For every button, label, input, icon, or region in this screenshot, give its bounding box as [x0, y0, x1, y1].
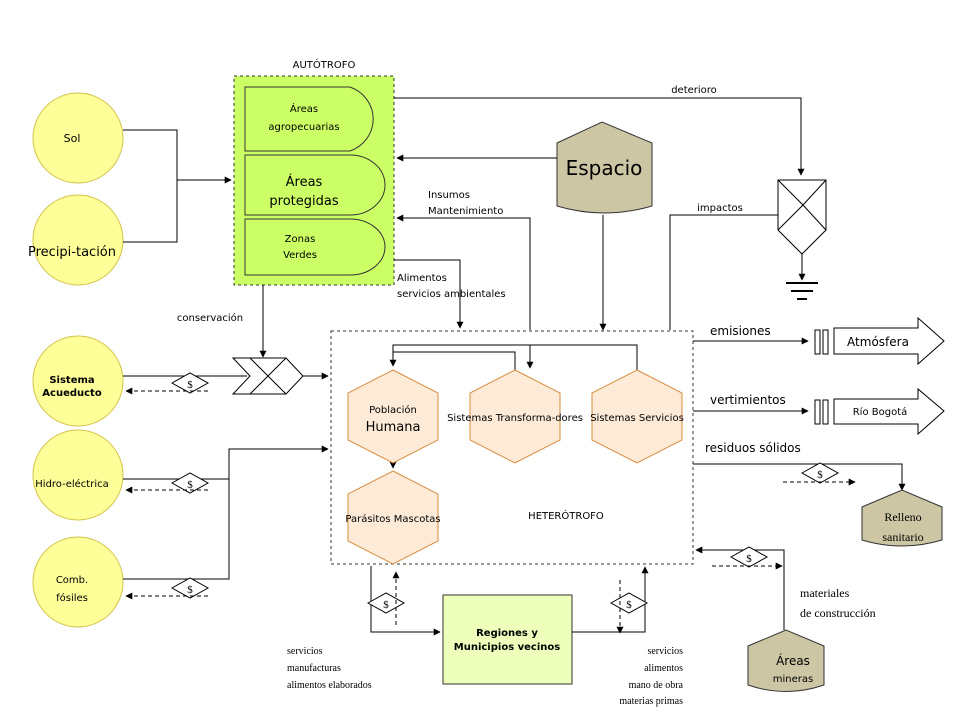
hidro-label: Hidro-eléctrica [35, 478, 108, 490]
autotrofo-title: AUTÓTROFO [293, 58, 356, 71]
source-acueducto: Sistema Acueducto [32, 335, 124, 427]
agro-label-2: agropecuarias [268, 122, 339, 133]
emisiones-label: emisiones [710, 324, 771, 338]
espacio-tank: Espacio [556, 121, 653, 214]
insumos-flow [396, 214, 531, 330]
servicios-label: Sistemas Servicios [590, 413, 684, 424]
insumos-label-2: Mantenimiento [428, 206, 503, 217]
agro-label-1: Áreas [290, 102, 318, 115]
zonas-label-1: Zonas [285, 234, 316, 245]
acueducto-label-1: Sistema [49, 375, 94, 386]
residuos-flow [693, 463, 906, 491]
money-regiones-right: $ [609, 580, 649, 634]
right-service-3: mano de obra [629, 680, 684, 691]
acueducto-label-2: Acueducto [42, 388, 102, 399]
rio-label: Río Bogotá [853, 406, 908, 418]
alimentos-label-1: Alimentos [397, 273, 447, 284]
transforma-label: Sistemas Transforma-dores [447, 413, 583, 424]
deterioro-work-gate [777, 179, 827, 272]
espacio-label: Espacio [566, 156, 643, 180]
materiales-label-1: materiales [800, 586, 850, 600]
hidro-flow [123, 445, 329, 480]
heterotrofo-title: HETERÓTROFO [528, 509, 604, 522]
deterioro-flow [394, 97, 805, 176]
node-sistemas-servicios: Sistemas Servicios [590, 369, 684, 464]
sol-label: Sol [64, 132, 81, 145]
money-comb: $ [125, 577, 210, 600]
node-parasitos-mascotas: Parásitos Mascotas [345, 470, 441, 565]
right-service-1: servicios [647, 646, 683, 657]
sol-precip-flow [123, 129, 232, 243]
conservacion-label: conservación [177, 312, 243, 324]
node-sistemas-transformadores: Sistemas Transforma-dores [447, 369, 583, 464]
left-service-2: manufacturas [287, 663, 341, 674]
node-areas-agropecuarias: Áreas agropecuarias [244, 86, 374, 152]
from-regiones-flow [572, 566, 649, 633]
node-areas-protegidas: Áreas protegidas [244, 154, 386, 216]
money-hidro: $ [125, 472, 210, 494]
alimentos-flow [394, 259, 464, 329]
money-comb-label: $ [187, 584, 193, 596]
regiones-label-1: Regiones y [476, 628, 538, 639]
acueducto-work-gate [231, 357, 304, 395]
left-services-list: servicios manufacturas alimentos elabora… [287, 646, 372, 691]
comb-flow [123, 449, 230, 580]
deterioro-label: deterioro [671, 85, 717, 96]
precipitacion-label: Precipi-tación [28, 245, 116, 260]
materiales-label-2: de construcción [800, 606, 876, 620]
money-regiones-left: $ [366, 571, 406, 625]
atmosfera-sink: Atmósfera [814, 316, 945, 366]
vertimientos-label: vertimientos [710, 393, 786, 407]
residuos-label: residuos sólidos [705, 441, 801, 455]
right-service-4: materias primas [619, 696, 683, 707]
node-zonas-verdes: Zonas Verdes [244, 218, 386, 276]
comb-label-2: fósiles [56, 592, 88, 604]
regiones-municipios-box: Regiones y Municipios vecinos [442, 594, 573, 685]
money-residuos: $ [783, 462, 856, 486]
alimentos-label-2: servicios ambientales [397, 289, 506, 300]
money-hidro-label: $ [187, 479, 193, 491]
right-service-2: alimentos [644, 663, 683, 674]
relleno-sanitario-tank: Relleno sanitario [861, 489, 943, 547]
protegidas-label-2: protegidas [269, 194, 338, 209]
left-service-3: alimentos elaborados [287, 680, 372, 691]
money-materiales: $ [712, 546, 783, 570]
materiales-flow [695, 546, 785, 630]
impactos-flow [669, 214, 778, 330]
regiones-label-2: Municipios vecinos [454, 642, 561, 653]
atmosfera-label: Atmósfera [847, 335, 909, 349]
zonas-label-2: Verdes [283, 250, 317, 261]
relleno-label-1: Relleno [884, 510, 921, 524]
parasitos-label: Parásitos Mascotas [345, 513, 440, 525]
poblacion-label-1: Población [369, 404, 417, 416]
source-precipitacion: Precipi-tación [28, 194, 124, 286]
source-hidroelectrica: Hidro-eléctrica [32, 429, 124, 521]
source-sol: Sol [32, 92, 124, 184]
money-acueducto: $ [125, 372, 210, 395]
relleno-label-2: sanitario [882, 530, 923, 544]
rio-bogota-sink: Río Bogotá [814, 387, 945, 436]
protegidas-label-1: Áreas [286, 174, 323, 190]
mineras-label-1: Áreas [776, 653, 810, 668]
money-materiales-label: $ [746, 553, 752, 565]
money-residuos-label: $ [817, 469, 823, 481]
areas-mineras-tank: Áreas mineras [747, 629, 825, 692]
comb-label-1: Comb. [56, 575, 88, 586]
impactos-label: impactos [697, 203, 743, 214]
right-services-list: servicios alimentos mano de obra materia… [619, 646, 683, 707]
source-combustibles: Comb. fósiles [32, 536, 124, 628]
insumos-label-1: Insumos [428, 190, 470, 201]
money-regiones-right-label: $ [626, 599, 632, 611]
money-acueducto-label: $ [187, 379, 193, 391]
to-regiones-flow [370, 566, 441, 636]
mineras-label-2: mineras [773, 674, 813, 685]
node-poblacion-humana: Población Humana [347, 369, 439, 464]
heat-sink-icon [786, 282, 818, 300]
poblacion-label-2: Humana [366, 420, 421, 435]
money-regiones-left-label: $ [383, 599, 389, 611]
left-service-1: servicios [287, 646, 323, 657]
